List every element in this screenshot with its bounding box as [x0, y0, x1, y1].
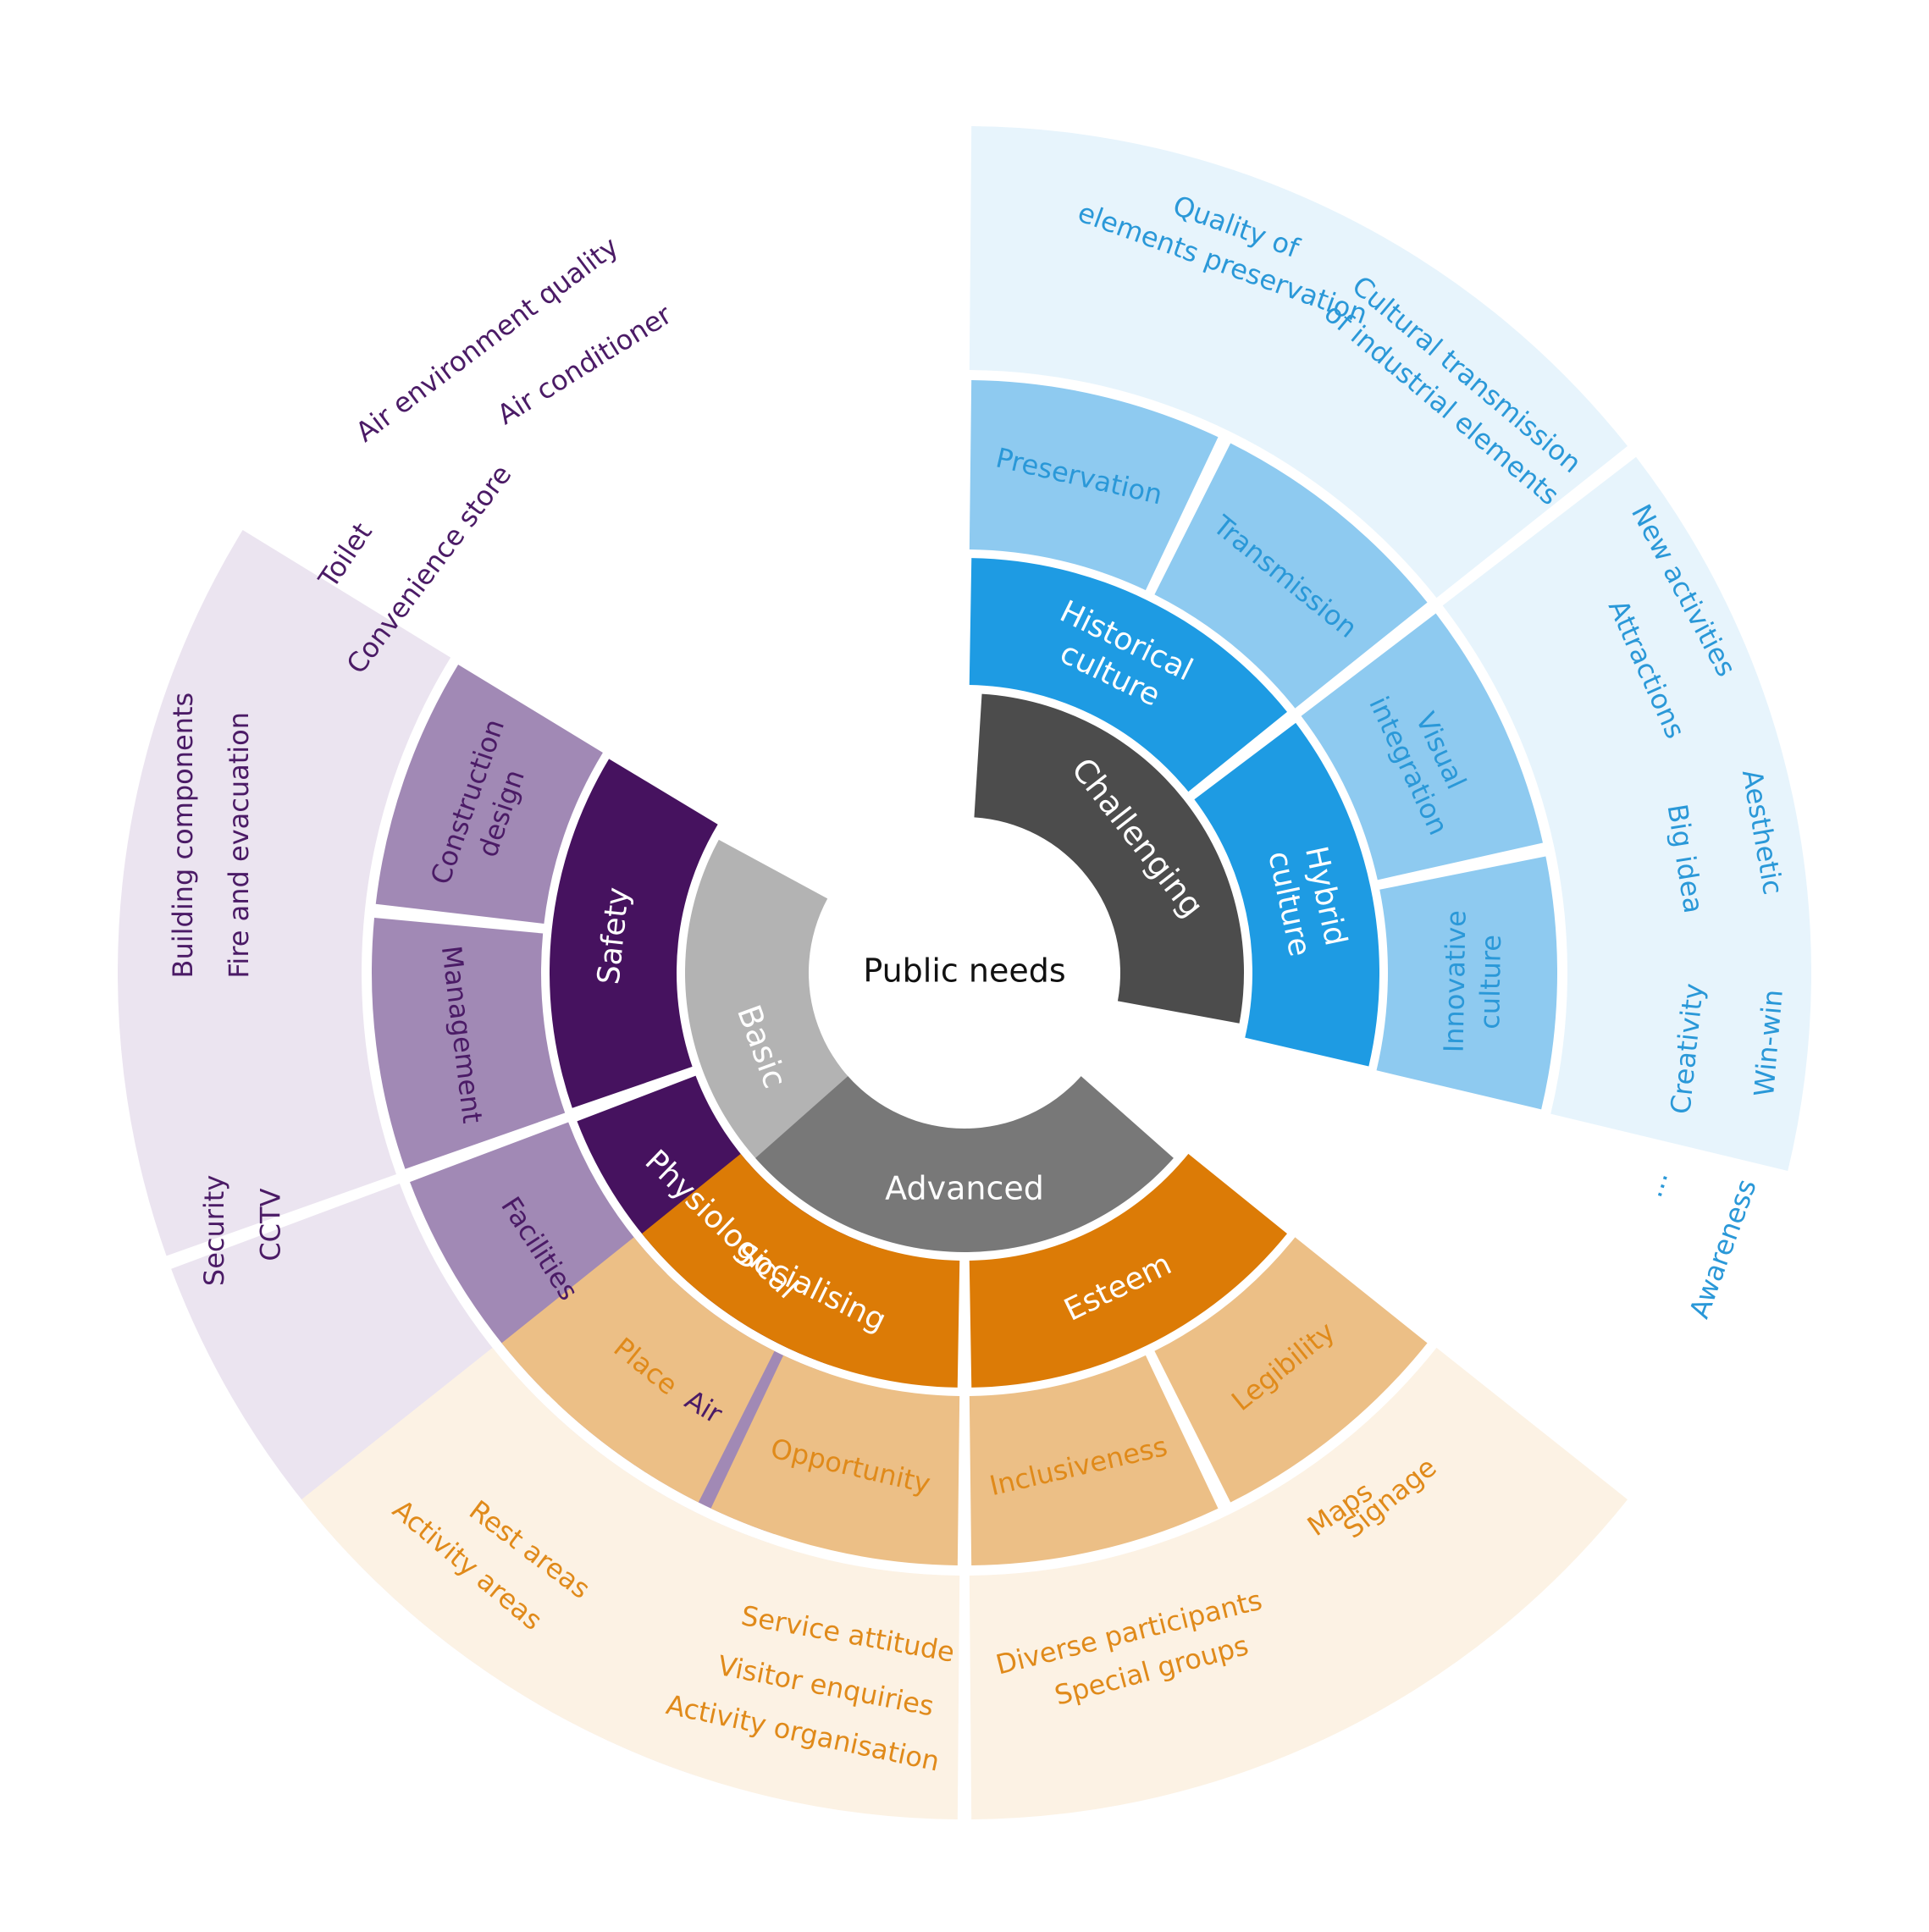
item-label-16: ...: [1636, 1167, 1674, 1201]
need-segment-2-0: [969, 1153, 1287, 1388]
items-segment-1-0: [969, 126, 1628, 599]
item-label-2: Toilet: [312, 516, 379, 593]
items-segment-1-1: [1442, 456, 1811, 1171]
factor-segment-0-1-0: [371, 917, 566, 1169]
factor-segment-2-1-0: [710, 1355, 960, 1565]
center-label: Public needs: [863, 952, 1065, 990]
item-label-6: Building components: [167, 693, 199, 979]
factor-segment-2-1-1: [501, 1237, 775, 1503]
wheel-segments: [118, 126, 1811, 1819]
need-segment-1-0: [969, 558, 1287, 792]
need-segment-2-1: [642, 1153, 960, 1388]
factor-segment-1-0-0: [969, 380, 1219, 591]
level-segment-1: [974, 693, 1244, 1024]
item-label-0: Air environment quality: [350, 230, 624, 449]
need-segment-1-1: [1194, 722, 1379, 1067]
factor-segment-1-0-1: [1154, 443, 1428, 709]
item-label-5: CCTV: [255, 1188, 287, 1261]
item-label-15: Awareness: [1683, 1175, 1762, 1322]
item-label-7: Fire and evacuation: [223, 712, 255, 979]
need-segment-0-1: [550, 759, 718, 1108]
items-segment-0-1: [118, 530, 451, 1256]
items-segment-2-0: [969, 1347, 1628, 1819]
factor-segment-1-1-0: [1301, 613, 1543, 880]
item-label-4: Security: [198, 1175, 230, 1286]
factor-segment-2-0-1: [969, 1355, 1219, 1565]
level-segment-2: [755, 1076, 1174, 1252]
factor-label-1-1-1: Innovativeculture: [1438, 910, 1508, 1054]
level-label-2: Advanced: [885, 1170, 1044, 1207]
factor-segment-2-0-0: [1154, 1237, 1428, 1503]
factor-segment-0-1-1: [375, 665, 603, 924]
factor-segment-1-1-1: [1376, 856, 1557, 1110]
center-circle: [810, 818, 1119, 1128]
items-segment-2-1: [301, 1347, 960, 1819]
